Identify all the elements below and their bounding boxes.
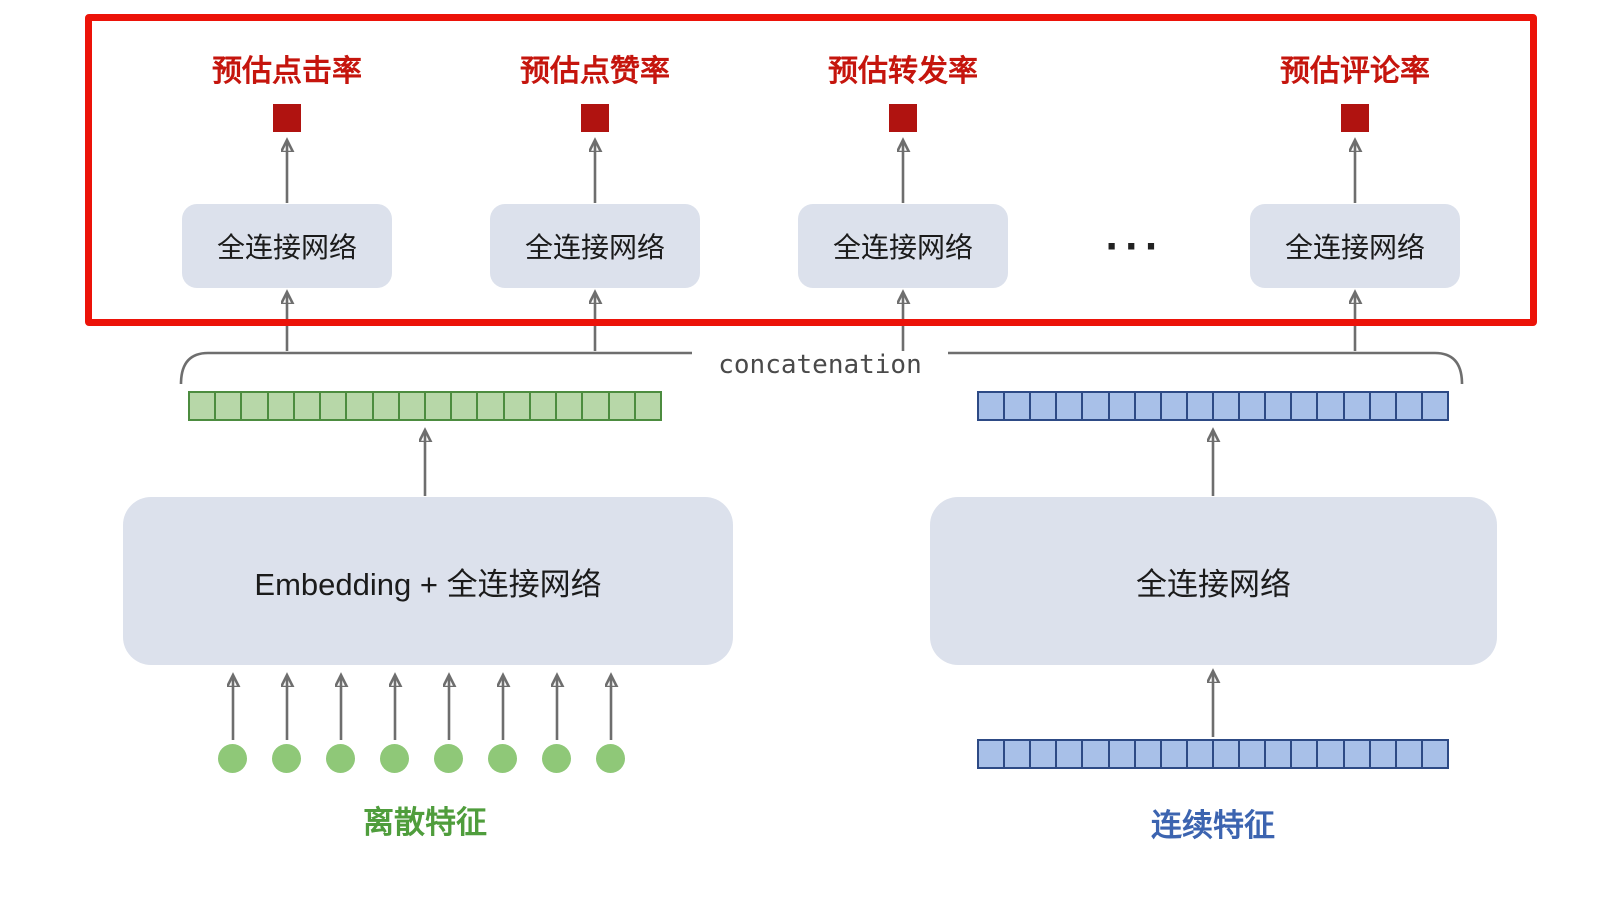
task-label-like: 预估点赞率 bbox=[520, 55, 670, 88]
vector-cell bbox=[347, 393, 374, 419]
vector-cell bbox=[1422, 741, 1447, 767]
discrete-feature-circle bbox=[596, 743, 625, 773]
vector-cell bbox=[1031, 741, 1058, 767]
vector-cell bbox=[1266, 741, 1293, 767]
vector-cell bbox=[530, 393, 558, 419]
vector-cell bbox=[1057, 741, 1084, 767]
vector-cell bbox=[1005, 741, 1032, 767]
vector-cell bbox=[294, 393, 322, 419]
discrete-feature-circle bbox=[434, 743, 463, 773]
vector-cell bbox=[1240, 393, 1267, 419]
vector-cell bbox=[1318, 393, 1345, 419]
vector-cell bbox=[1161, 393, 1188, 419]
vector-cell bbox=[1031, 393, 1058, 419]
vector-cell bbox=[1370, 741, 1397, 767]
vector-cell bbox=[1292, 741, 1319, 767]
vector-cell bbox=[979, 393, 1006, 419]
discrete-feature-circle bbox=[488, 743, 517, 773]
vector-cell bbox=[1396, 393, 1423, 419]
vector-cell bbox=[452, 393, 479, 419]
vector-cell bbox=[190, 393, 217, 419]
discrete-feature-circle bbox=[326, 743, 355, 773]
discrete-feature-circle bbox=[272, 743, 301, 773]
vector-cell bbox=[321, 393, 348, 419]
vector-cell bbox=[1135, 741, 1162, 767]
vector-cell bbox=[1109, 393, 1136, 419]
discrete-feature-label: 离散特征 bbox=[363, 805, 487, 840]
fc-box-comment: 全连接网络 bbox=[1250, 204, 1460, 288]
vector-cell bbox=[216, 393, 243, 419]
vector-cell bbox=[1422, 393, 1447, 419]
task-label-ctr: 预估点击率 bbox=[212, 55, 362, 88]
discrete-feature-circles bbox=[218, 743, 625, 773]
vector-cell bbox=[1396, 741, 1423, 767]
embedding-fc-tower: Embedding + 全连接网络 bbox=[123, 497, 733, 665]
vector-cell bbox=[1083, 393, 1110, 419]
vector-cell bbox=[373, 393, 400, 419]
vector-cell bbox=[557, 393, 584, 419]
vector-cell bbox=[1005, 393, 1032, 419]
vector-cell bbox=[399, 393, 426, 419]
vector-cell bbox=[1213, 393, 1241, 419]
output-square-like bbox=[581, 104, 609, 132]
output-square-ctr bbox=[273, 104, 301, 132]
tasks-ellipsis: ··· bbox=[1105, 222, 1165, 271]
vector-cell bbox=[1109, 741, 1136, 767]
vector-cell bbox=[268, 393, 295, 419]
vector-cell bbox=[635, 393, 660, 419]
continuous-feature-label: 连续特征 bbox=[1151, 808, 1275, 843]
fc-tower: 全连接网络 bbox=[930, 497, 1497, 665]
task-label-comment: 预估评论率 bbox=[1280, 55, 1430, 88]
vector-cell bbox=[1187, 393, 1214, 419]
output-square-comment bbox=[1341, 104, 1369, 132]
vector-cell bbox=[425, 393, 453, 419]
discrete-embedding-vector bbox=[188, 391, 662, 421]
vector-cell bbox=[1057, 393, 1084, 419]
continuous-feature-vector bbox=[977, 739, 1449, 769]
fc-box-share: 全连接网络 bbox=[798, 204, 1008, 288]
vector-cell bbox=[1344, 741, 1371, 767]
discrete-feature-circle bbox=[542, 743, 571, 773]
output-square-share bbox=[889, 104, 917, 132]
vector-cell bbox=[1370, 393, 1397, 419]
vector-cell bbox=[979, 741, 1006, 767]
discrete-feature-circle bbox=[380, 743, 409, 773]
vector-cell bbox=[1266, 393, 1293, 419]
continuous-hidden-vector bbox=[977, 391, 1449, 421]
concatenation-bracket bbox=[179, 351, 1464, 385]
vector-cell bbox=[504, 393, 531, 419]
discrete-feature-circle bbox=[218, 743, 247, 773]
task-label-share: 预估转发率 bbox=[828, 55, 978, 88]
vector-cell bbox=[1213, 741, 1241, 767]
concatenation-label: concatenation bbox=[718, 350, 922, 380]
vector-cell bbox=[1240, 741, 1267, 767]
vector-cell bbox=[609, 393, 636, 419]
vector-cell bbox=[583, 393, 610, 419]
vector-cell bbox=[1135, 393, 1162, 419]
vector-cell bbox=[242, 393, 269, 419]
vector-cell bbox=[1292, 393, 1319, 419]
vector-cell bbox=[1344, 393, 1371, 419]
vector-cell bbox=[1161, 741, 1188, 767]
vector-cell bbox=[1083, 741, 1110, 767]
fc-box-ctr: 全连接网络 bbox=[182, 204, 392, 288]
vector-cell bbox=[1187, 741, 1214, 767]
vector-cell bbox=[478, 393, 505, 419]
fc-box-like: 全连接网络 bbox=[490, 204, 700, 288]
vector-cell bbox=[1318, 741, 1345, 767]
